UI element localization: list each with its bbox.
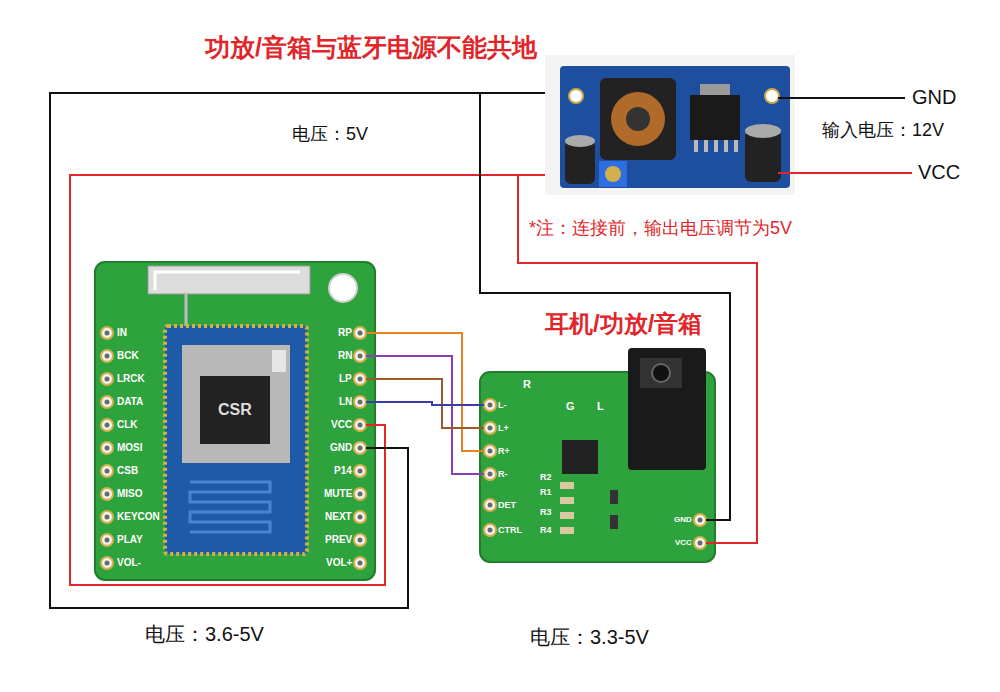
- pin-label: MISO: [117, 488, 143, 500]
- warning-title: 功放/音箱与蓝牙电源不能共地: [205, 32, 537, 62]
- pin-label: GND: [330, 442, 352, 454]
- terminal-label: VCC: [918, 160, 960, 184]
- buck-module: *注：连接前，输出电压调节为5V: [545, 58, 795, 193]
- pin-label: DATA: [117, 396, 143, 408]
- pin-label: CTRL: [498, 525, 522, 536]
- part-label: R3: [540, 507, 552, 518]
- jack-pad-label: G: [566, 400, 575, 413]
- pin-label: PLAY: [117, 534, 143, 546]
- jack-pad-label: L: [597, 400, 604, 413]
- wire: [70, 175, 545, 585]
- pin-label: VCC: [331, 419, 352, 431]
- note-text: *注：连接前，输出电压调节为5V: [529, 218, 792, 240]
- chip-marking: CSR: [218, 400, 252, 419]
- pin-label: R-: [498, 469, 508, 480]
- pin-label: LP: [339, 373, 352, 385]
- wire: [480, 93, 730, 520]
- terminal-label: GND: [912, 85, 956, 109]
- pin-label: VOL+: [326, 557, 352, 569]
- pin-label: RP: [338, 327, 352, 339]
- voltage-note: 电压：5V: [292, 124, 368, 146]
- pin-label: IN: [117, 327, 127, 339]
- heading: 耳机/功放/音箱: [545, 310, 702, 339]
- pin-label: LRCK: [117, 373, 145, 385]
- amp-board-photo: [480, 348, 715, 562]
- wire: [50, 93, 545, 608]
- input-vcc-wire: [778, 172, 912, 174]
- pin-label: LN: [339, 396, 352, 408]
- pin-label: L-: [498, 400, 507, 411]
- jack-pad-label: R: [523, 378, 531, 391]
- wire: [375, 356, 480, 474]
- pin-label: RN: [338, 350, 352, 362]
- wire: [375, 333, 480, 451]
- input-gnd-wire: [778, 97, 905, 99]
- pin-label: R+: [498, 446, 510, 457]
- pin-label: CSB: [117, 465, 138, 477]
- pin-label: CLK: [117, 419, 138, 431]
- pin-label: MUTE: [324, 488, 352, 500]
- part-label: R1: [540, 487, 552, 498]
- pin-label: P14: [334, 465, 352, 477]
- wire: [375, 402, 480, 405]
- pin-label: MOSI: [117, 442, 143, 454]
- pin-label: VCC: [675, 538, 692, 548]
- wire: [375, 379, 480, 428]
- part-label: R2: [540, 472, 552, 483]
- pin-label: BCK: [117, 350, 139, 362]
- pin-label: KEYCON: [117, 511, 160, 523]
- pin-label: VOL-: [117, 557, 141, 569]
- bluetooth-board-photo: [95, 262, 375, 580]
- pin-label: DET: [498, 500, 516, 511]
- buck-converter-photo: [545, 55, 795, 195]
- voltage-note: 输入电压：12V: [822, 120, 944, 142]
- pin-label: PREV: [325, 534, 352, 546]
- pin-label: NEXT: [325, 511, 352, 523]
- voltage-text: 电压：3.3-5V: [530, 625, 649, 649]
- voltage-text: 电压：3.6-5V: [145, 622, 264, 646]
- part-label: R4: [540, 525, 552, 536]
- pin-label: L+: [498, 423, 509, 434]
- pin-label: GND: [674, 515, 692, 525]
